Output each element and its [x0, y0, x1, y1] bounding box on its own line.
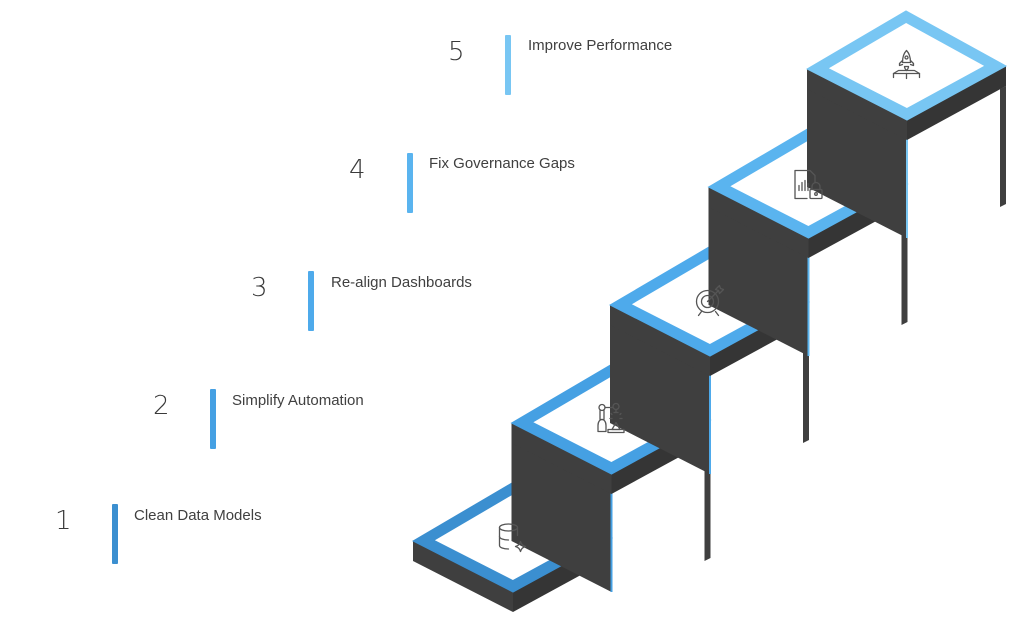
step-title: Improve Performance — [528, 37, 673, 54]
step-number: 5 — [448, 37, 465, 67]
slab-front-left — [708, 187, 809, 258]
step-number: 2 — [153, 391, 170, 421]
robotic-arm-icon — [597, 402, 625, 434]
slab-wall — [1000, 86, 1006, 207]
step-accent-bar — [407, 153, 413, 213]
rocket-launch-icon — [892, 49, 921, 80]
step-title: Re-align Dashboards — [331, 274, 472, 291]
step-accent-bar — [308, 271, 314, 331]
database-sparkle-icon — [498, 523, 527, 553]
slab-front-left — [413, 541, 513, 612]
slab-front-right — [907, 66, 1006, 140]
step-number: 3 — [251, 273, 268, 303]
target-arrow-icon — [695, 284, 725, 317]
locked-report-icon — [794, 169, 823, 200]
step-title: Clean Data Models — [134, 507, 262, 524]
step-number: 4 — [349, 155, 366, 185]
step-accent-bar — [210, 389, 216, 449]
step-title: Fix Governance Gaps — [429, 155, 575, 172]
slab-front-left — [610, 305, 710, 376]
slab-front-left — [807, 69, 907, 140]
slab-front-left — [511, 423, 612, 494]
step-title: Simplify Automation — [232, 392, 364, 409]
step-top-panel — [828, 22, 985, 109]
step-5 — [805, 10, 1008, 238]
step-number: 1 — [55, 506, 72, 536]
step-accent-bar — [112, 504, 118, 564]
step-accent-bar — [505, 35, 511, 95]
